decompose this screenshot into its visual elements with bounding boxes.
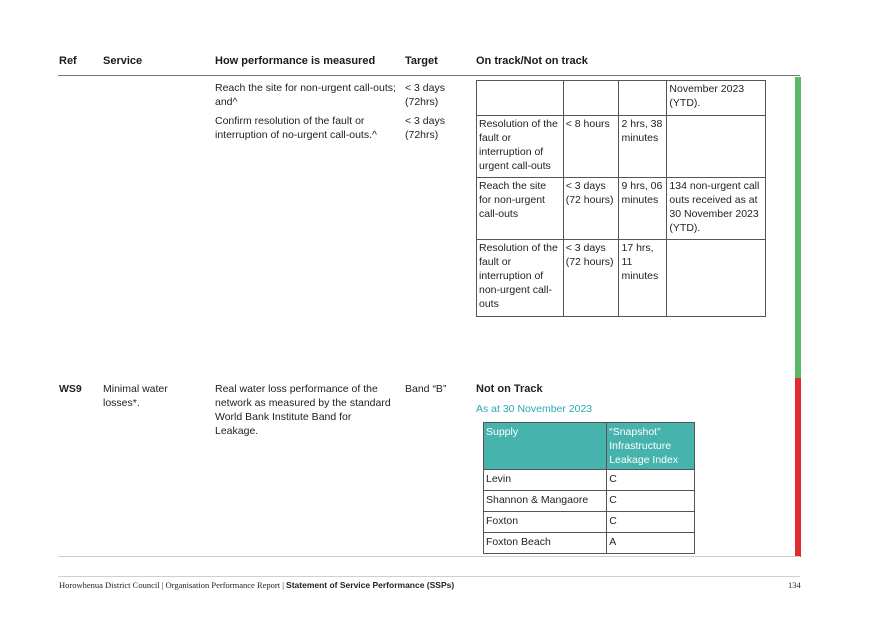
table-header-row: Supply “Snapshot” Infrastructure Leakage… bbox=[482, 422, 695, 470]
result-measure: Reach the site for non-urgent call-outs bbox=[476, 177, 564, 240]
result-target: < 3 days (72 hours) bbox=[562, 177, 620, 240]
ws9-status: Not on Track bbox=[476, 383, 543, 395]
result-measure: Resolution of the fault or interruption … bbox=[476, 115, 564, 178]
supply-name: Foxton Beach bbox=[482, 532, 608, 554]
leakage-index: C bbox=[606, 511, 695, 533]
result-target bbox=[562, 80, 620, 116]
ws9-as-at: As at 30 November 2023 bbox=[476, 403, 593, 415]
measure-target-1: < 3 days (72hrs) bbox=[405, 82, 445, 108]
col-header-ref: Ref bbox=[59, 55, 77, 67]
on-track-indicator-bar bbox=[795, 77, 801, 378]
table-row: Resolution of the fault or interruption … bbox=[476, 115, 766, 178]
footer-org: Horowhenua District Council | Organisati… bbox=[59, 580, 287, 590]
table-row: November 2023 (YTD). bbox=[476, 80, 766, 116]
result-target: < 3 days (72 hours) bbox=[562, 239, 620, 317]
result-actual bbox=[618, 80, 668, 116]
footer-rule bbox=[58, 576, 800, 577]
results-table: November 2023 (YTD). Resolution of the f… bbox=[476, 80, 766, 317]
leakage-index: C bbox=[606, 469, 695, 491]
table-row: Foxton C bbox=[482, 511, 695, 533]
result-measure bbox=[476, 80, 564, 116]
not-on-track-indicator-bar bbox=[795, 378, 801, 557]
footer-doc-title: Statement of Service Performance (SSPs) bbox=[286, 580, 455, 590]
section-bottom-rule bbox=[58, 556, 800, 557]
ws9-target: Band “B” bbox=[405, 383, 447, 395]
result-actual: 9 hrs, 06 minutes bbox=[618, 177, 668, 240]
table-row: Levin C bbox=[482, 469, 695, 491]
result-target: < 8 hours bbox=[562, 115, 620, 178]
result-actual: 17 hrs, 11 minutes bbox=[618, 239, 668, 317]
table-row: Shannon & Mangaore C bbox=[482, 490, 695, 512]
col-header-measure: How performance is measured bbox=[215, 55, 376, 67]
header-rule bbox=[58, 75, 800, 76]
ws9-service: Minimal water losses*. bbox=[103, 383, 168, 409]
header-supply: Supply bbox=[482, 422, 608, 470]
col-header-service: Service bbox=[103, 55, 143, 67]
measure-text-1: Reach the site for non-urgent call-outs;… bbox=[215, 82, 396, 108]
ws9-ref: WS9 bbox=[59, 383, 82, 395]
supply-name: Levin bbox=[482, 469, 608, 491]
leakage-index: A bbox=[606, 532, 695, 554]
table-row: Foxton Beach A bbox=[482, 532, 695, 554]
measure-target-2: < 3 days (72hrs) bbox=[405, 115, 445, 141]
result-note: November 2023 (YTD). bbox=[666, 80, 766, 116]
ws9-measure: Real water loss performance of the netwo… bbox=[215, 383, 391, 437]
result-actual: 2 hrs, 38 minutes bbox=[618, 115, 668, 178]
result-note: 134 non-urgent call outs received as at … bbox=[666, 177, 766, 240]
table-row: Resolution of the fault or interruption … bbox=[476, 239, 766, 317]
leakage-index-table: Supply “Snapshot” Infrastructure Leakage… bbox=[482, 422, 695, 554]
col-header-target: Target bbox=[405, 55, 438, 67]
page-number: 134 bbox=[788, 580, 801, 590]
footer-text: Horowhenua District Council | Organisati… bbox=[59, 580, 454, 590]
leakage-index: C bbox=[606, 490, 695, 512]
col-header-status: On track/Not on track bbox=[476, 55, 588, 67]
result-note bbox=[666, 239, 766, 317]
measure-text-2: Confirm resolution of the fault or inter… bbox=[215, 115, 377, 141]
table-row: Reach the site for non-urgent call-outs … bbox=[476, 177, 766, 240]
result-note bbox=[666, 115, 766, 178]
supply-name: Shannon & Mangaore bbox=[482, 490, 608, 512]
result-measure: Resolution of the fault or interruption … bbox=[476, 239, 564, 317]
header-leakage-index: “Snapshot” Infrastructure Leakage Index bbox=[606, 422, 695, 470]
supply-name: Foxton bbox=[482, 511, 608, 533]
